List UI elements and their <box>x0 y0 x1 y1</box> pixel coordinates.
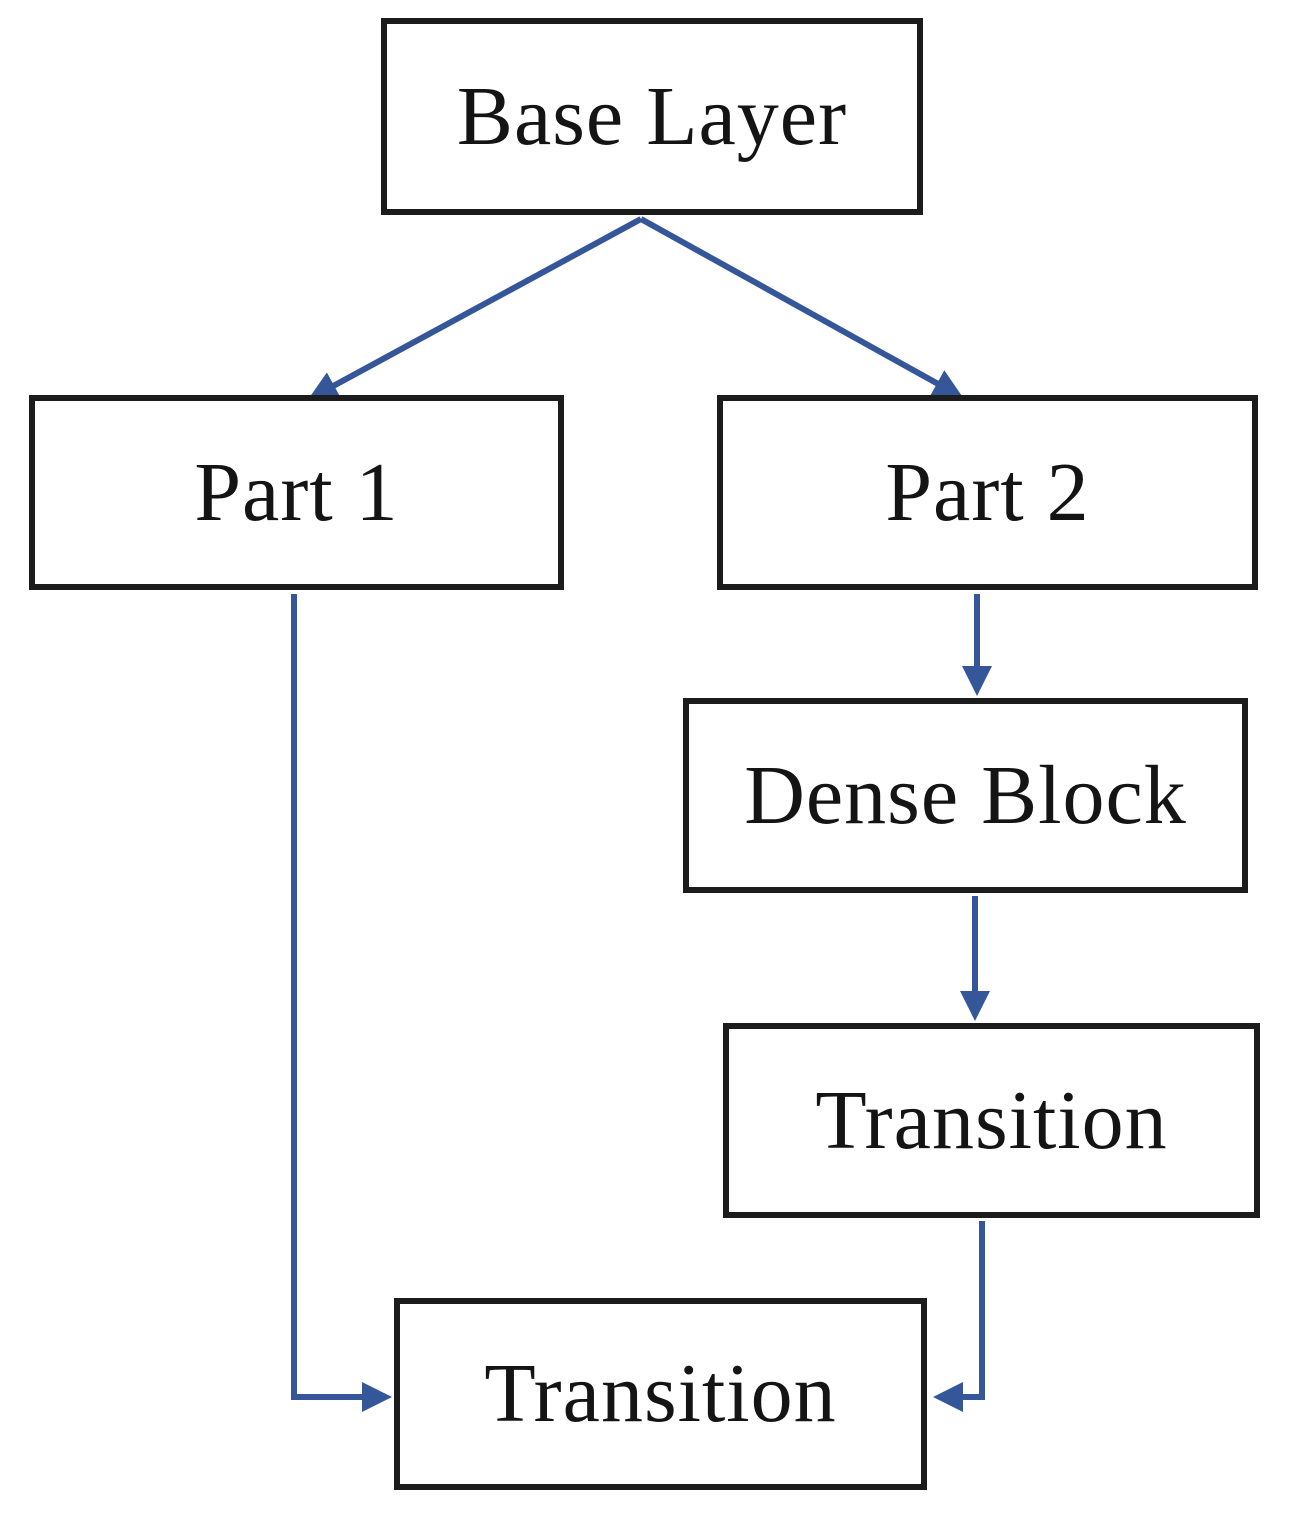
node-part-2-label: Part 2 <box>885 445 1090 539</box>
node-base-layer-label: Base Layer <box>456 69 848 163</box>
node-dense-block: Dense Block <box>683 698 1248 893</box>
node-part-1-label: Part 1 <box>194 445 399 539</box>
node-base-layer: Base Layer <box>381 18 923 215</box>
edge-transition-to-bottom-transition <box>933 1221 985 1412</box>
node-transition-right-label: Transition <box>815 1073 1168 1167</box>
node-transition-right: Transition <box>723 1023 1260 1218</box>
node-transition-bottom-label: Transition <box>484 1347 837 1440</box>
node-dense-block-label: Dense Block <box>744 748 1187 842</box>
edge-part1-to-bottom-transition <box>291 594 392 1412</box>
node-part-1: Part 1 <box>29 395 564 590</box>
edge-base-to-part1 <box>307 216 643 400</box>
node-transition-bottom: Transition <box>394 1298 927 1490</box>
node-part-2: Part 2 <box>717 395 1258 590</box>
edge-base-to-part2 <box>639 216 964 398</box>
